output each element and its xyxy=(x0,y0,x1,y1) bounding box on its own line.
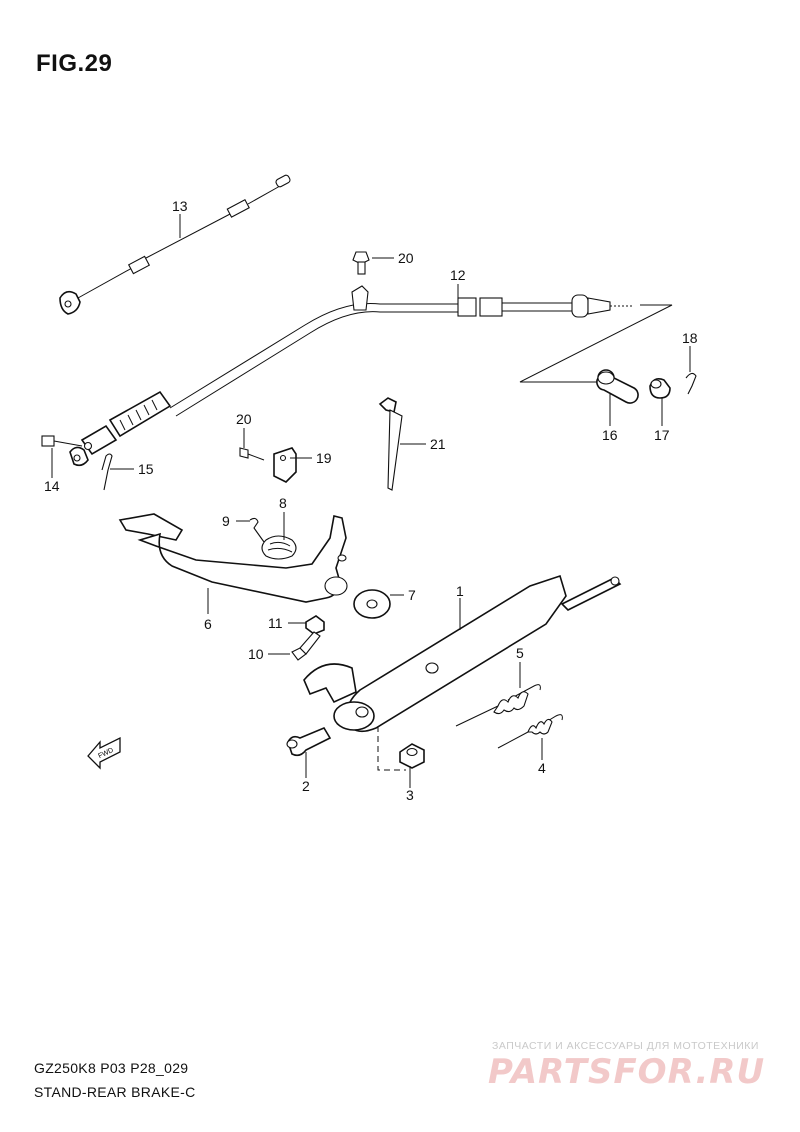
callout-2: 2 xyxy=(302,778,310,794)
part-21-cable-tie xyxy=(378,397,403,491)
diagram-code: GZ250K8 P03 P28_029 xyxy=(34,1060,189,1076)
callout-numbers: 1 2 3 4 5 6 7 8 9 10 11 12 13 14 15 16 1… xyxy=(44,198,698,803)
callout-3: 3 xyxy=(406,787,414,803)
callout-21: 21 xyxy=(430,436,446,452)
callout-15: 15 xyxy=(138,461,154,477)
part-3-nut xyxy=(399,743,425,769)
callout-9: 9 xyxy=(222,513,230,529)
part-10-bolt xyxy=(291,631,321,661)
part-8-spring xyxy=(261,535,297,560)
callout-1: 1 xyxy=(456,583,464,599)
callout-19: 19 xyxy=(316,450,332,466)
part-17-bushing xyxy=(649,378,671,399)
callout-6: 6 xyxy=(204,616,212,632)
part-13-cable xyxy=(59,174,291,315)
part-5-spring xyxy=(455,684,541,727)
watermark-tagline: ЗАПЧАСТИ И АКСЕССУАРЫ ДЛЯ МОТОТЕХНИКИ xyxy=(492,1040,759,1052)
part-4-spring xyxy=(497,714,563,749)
callout-17: 17 xyxy=(654,427,670,443)
leader-lines xyxy=(51,214,691,788)
part-6-brake-pedal xyxy=(118,513,348,603)
part-16-pin xyxy=(596,369,639,404)
callout-7: 7 xyxy=(408,587,416,603)
part-9-cotter-pin xyxy=(249,517,265,543)
part-20-bolt-lower xyxy=(239,447,265,461)
part-14-bolt xyxy=(41,435,83,447)
part-15-cotter-pin xyxy=(101,453,113,491)
part-1-side-stand xyxy=(303,574,622,771)
callout-14: 14 xyxy=(44,478,60,494)
fwd-arrow-icon: FWD xyxy=(87,736,121,770)
callout-8: 8 xyxy=(279,495,287,511)
callout-10: 10 xyxy=(248,646,264,662)
callout-5: 5 xyxy=(516,645,524,661)
callout-4: 4 xyxy=(538,760,546,776)
callout-11: 11 xyxy=(268,615,283,631)
watermark-logo: PARTSFOR.RU xyxy=(488,1052,766,1092)
part-18-clip xyxy=(685,372,697,395)
part-2-bolt xyxy=(286,726,332,757)
callout-12: 12 xyxy=(450,267,466,283)
callout-20-lower: 20 xyxy=(236,411,252,427)
part-20-bolt-top xyxy=(352,251,370,275)
diagram-description: STAND-REAR BRAKE-C xyxy=(34,1084,196,1100)
part-11-nut xyxy=(305,615,325,635)
figure-title: FIG.29 xyxy=(36,50,113,77)
callout-18: 18 xyxy=(682,330,698,346)
part-7-washer xyxy=(353,589,391,619)
callout-13: 13 xyxy=(172,198,188,214)
callout-20-top: 20 xyxy=(398,250,414,266)
part-19-bracket xyxy=(273,447,297,483)
callout-16: 16 xyxy=(602,427,618,443)
part-12-cable xyxy=(69,285,673,467)
